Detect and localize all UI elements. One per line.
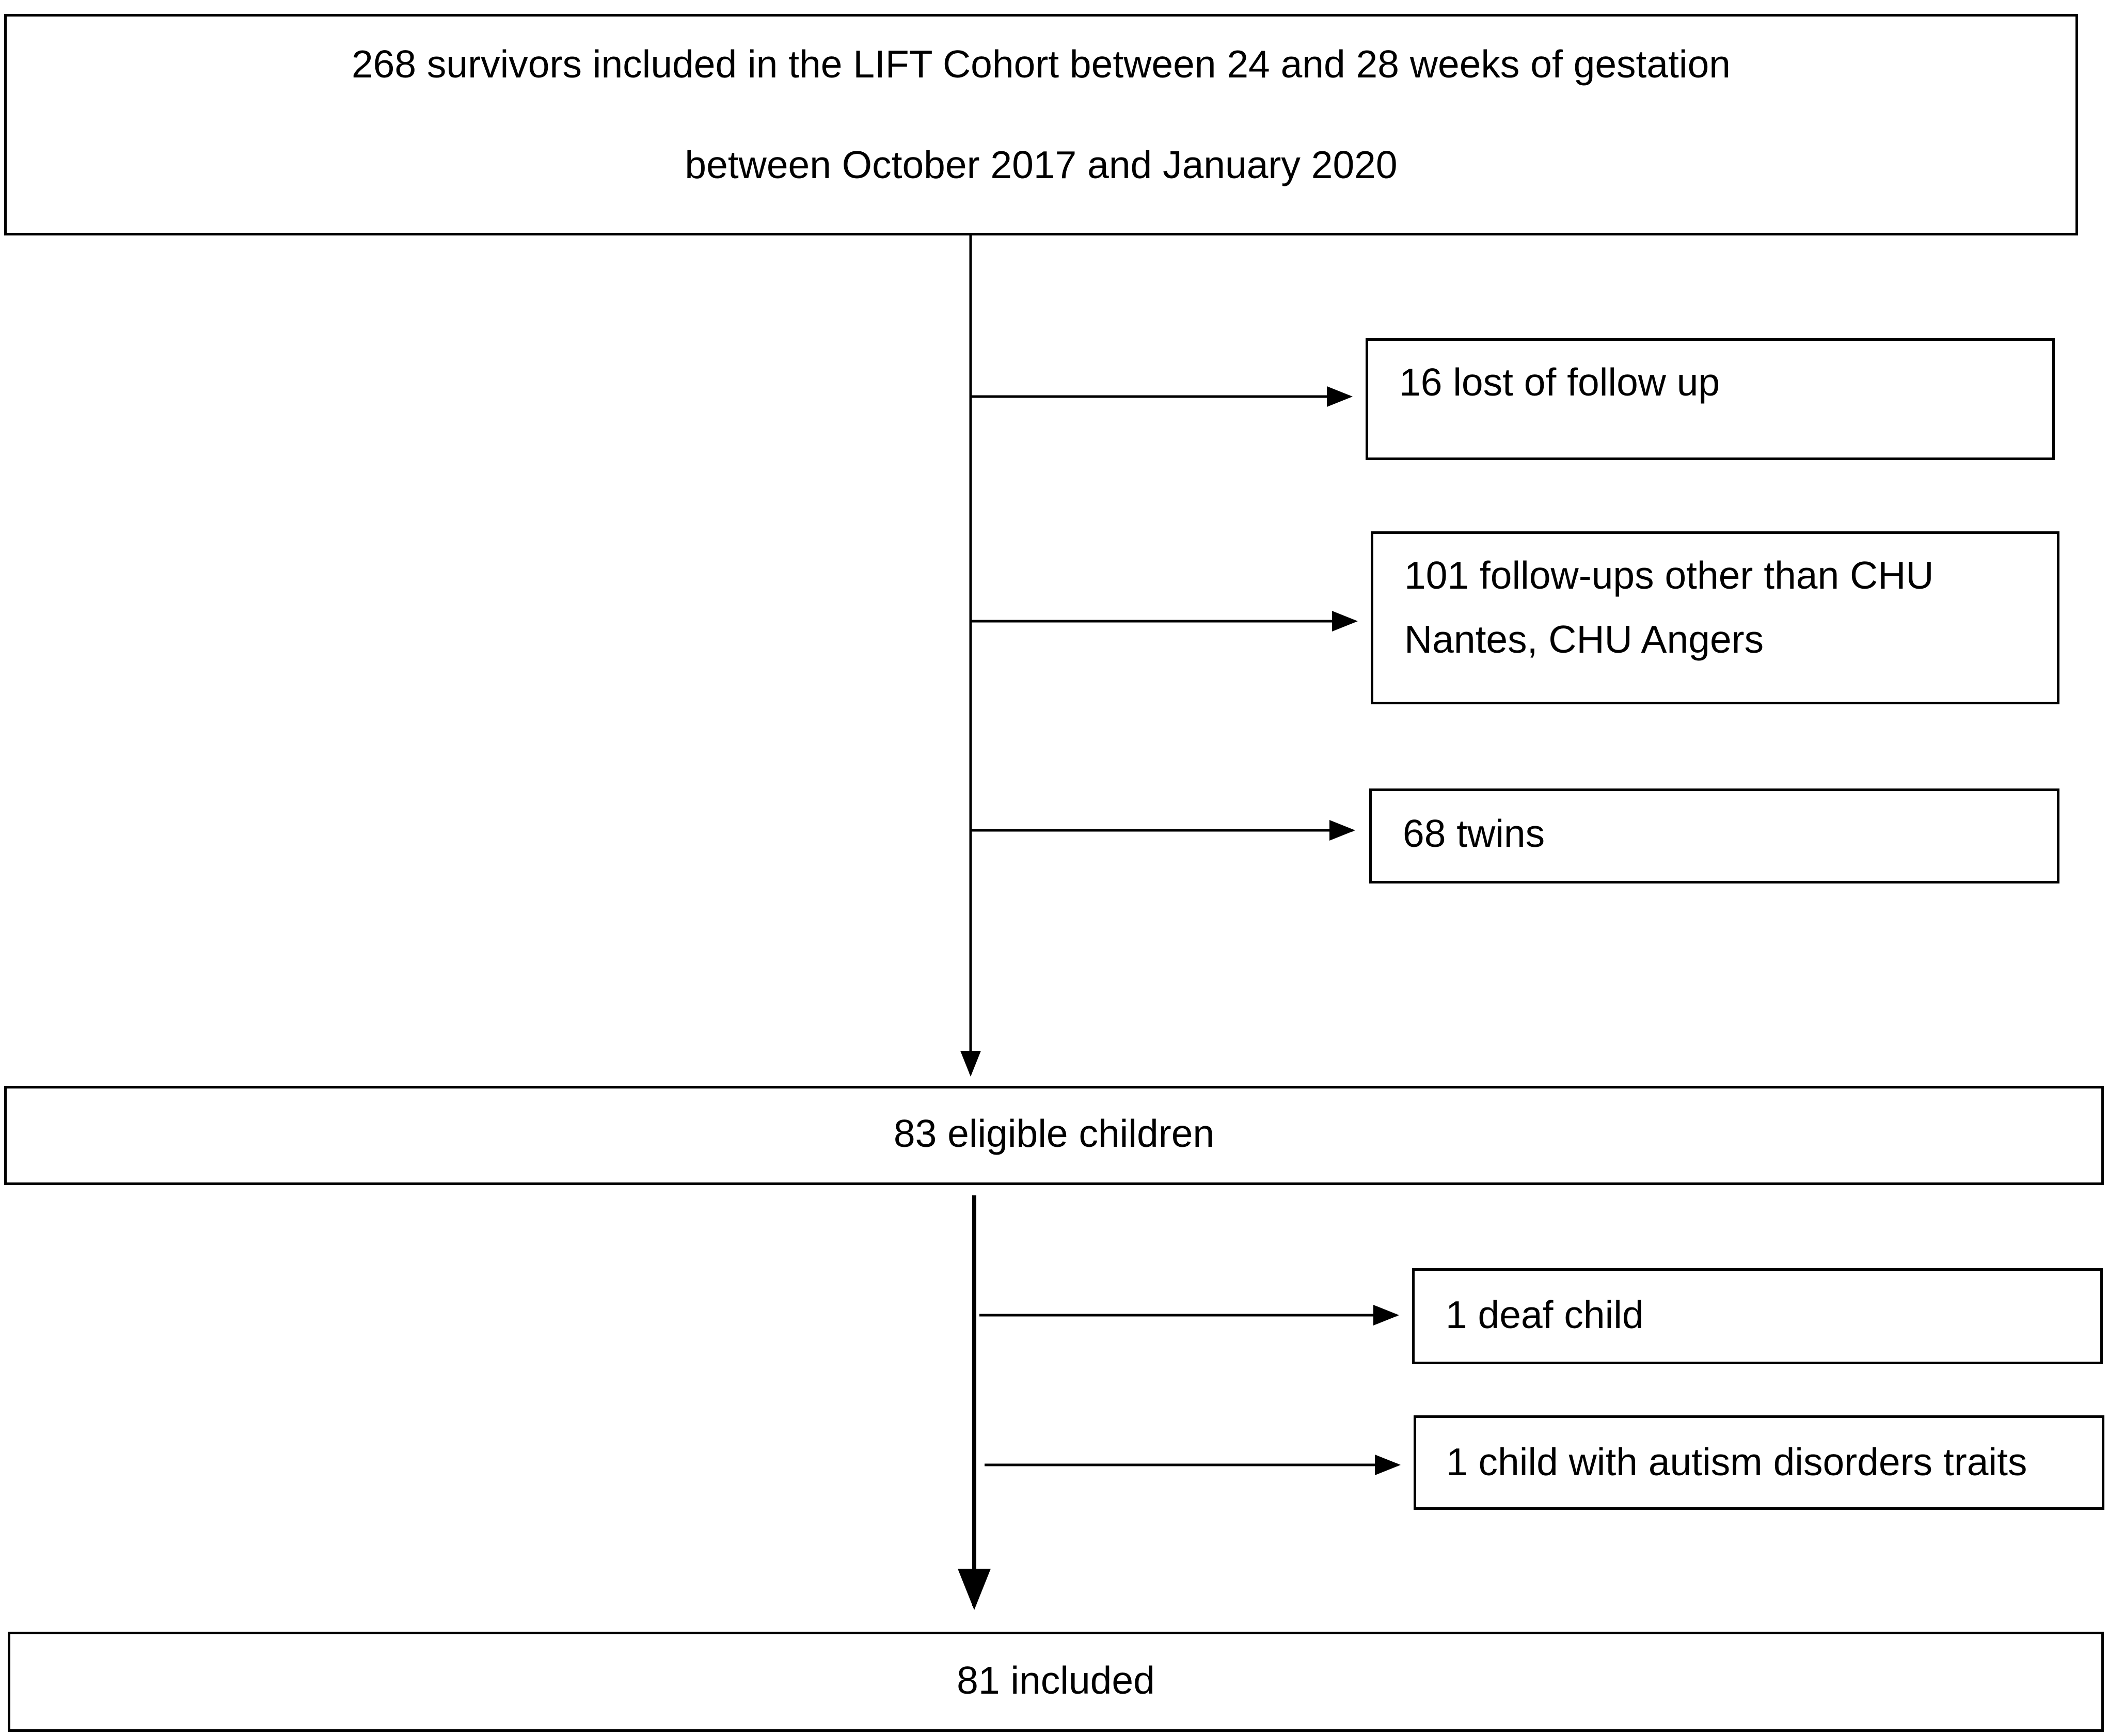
exclusion-text-other-follow-ups-line2: Nantes, CHU Angers — [1404, 618, 1764, 661]
eligible-children-text: 83 eligible children — [893, 1112, 1215, 1155]
exclusion-box-twins: 68 twins — [1369, 788, 2059, 883]
exclusion-text-twins: 68 twins — [1403, 812, 1545, 855]
eligible-children-box: 83 eligible children — [4, 1086, 2104, 1185]
cohort-text-line1: 268 survivors included in the LIFT Cohor… — [351, 42, 1731, 86]
exclusion-text-lost-follow-up: 16 lost of follow up — [1399, 360, 1720, 404]
exclusion-text-autism-traits: 1 child with autism disorders traits — [1446, 1440, 2027, 1484]
exclusion-text-deaf-child: 1 deaf child — [1446, 1293, 1644, 1336]
exclusion-box-deaf-child: 1 deaf child — [1412, 1268, 2103, 1364]
exclusion-text-other-follow-ups-line1: 101 follow-ups other than CHU — [1404, 554, 1934, 597]
exclusion-box-lost-follow-up: 16 lost of follow up — [1366, 338, 2055, 460]
exclusion-box-other-follow-ups: 101 follow-ups other than CHU Nantes, CH… — [1371, 531, 2059, 704]
cohort-box: 268 survivors included in the LIFT Cohor… — [4, 14, 2078, 235]
exclusion-box-autism-traits: 1 child with autism disorders traits — [1414, 1415, 2104, 1510]
included-text: 81 included — [957, 1659, 1155, 1702]
cohort-text-line2: between October 2017 and January 2020 — [685, 143, 1398, 186]
included-box: 81 included — [8, 1632, 2104, 1732]
